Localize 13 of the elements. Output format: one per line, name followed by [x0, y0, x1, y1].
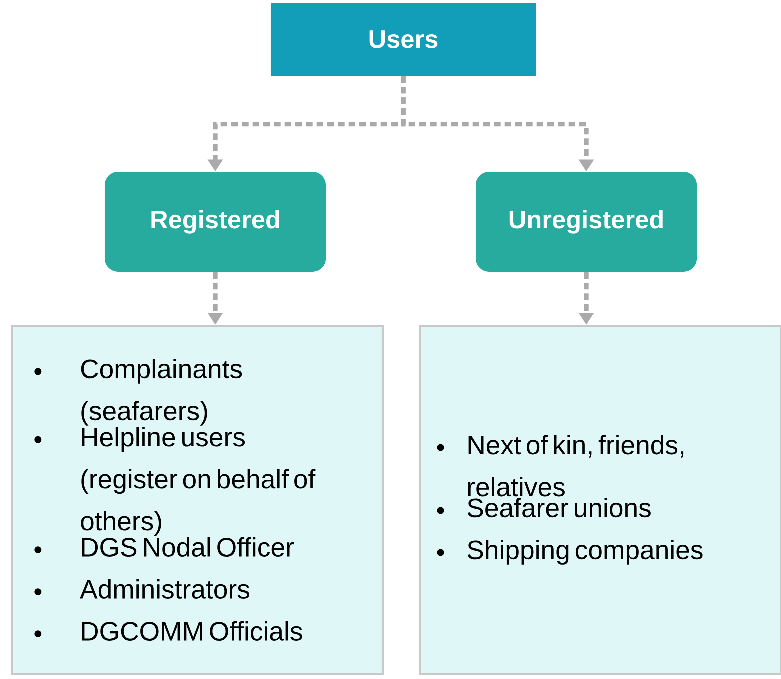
title-box: Users [270, 2, 536, 76]
list-box [11, 325, 384, 675]
category-box: Registered [104, 172, 326, 272]
list-item: Administrators [80, 579, 250, 599]
list-item: DGS Nodal Officer [82, 537, 294, 557]
list-item: Complainants (seafarers) [81, 359, 242, 426]
list-item: Helpline users (register on behalf of others) [81, 427, 316, 536]
list-item: Seafarer unions [468, 498, 651, 518]
category-box: Unregistered [476, 172, 698, 272]
list-item: Shipping companies [468, 540, 703, 565]
list-item: DGCOMM Officials [82, 621, 302, 641]
list-box [418, 325, 781, 675]
list-item: Next of kin, friends, relatives [468, 435, 684, 497]
